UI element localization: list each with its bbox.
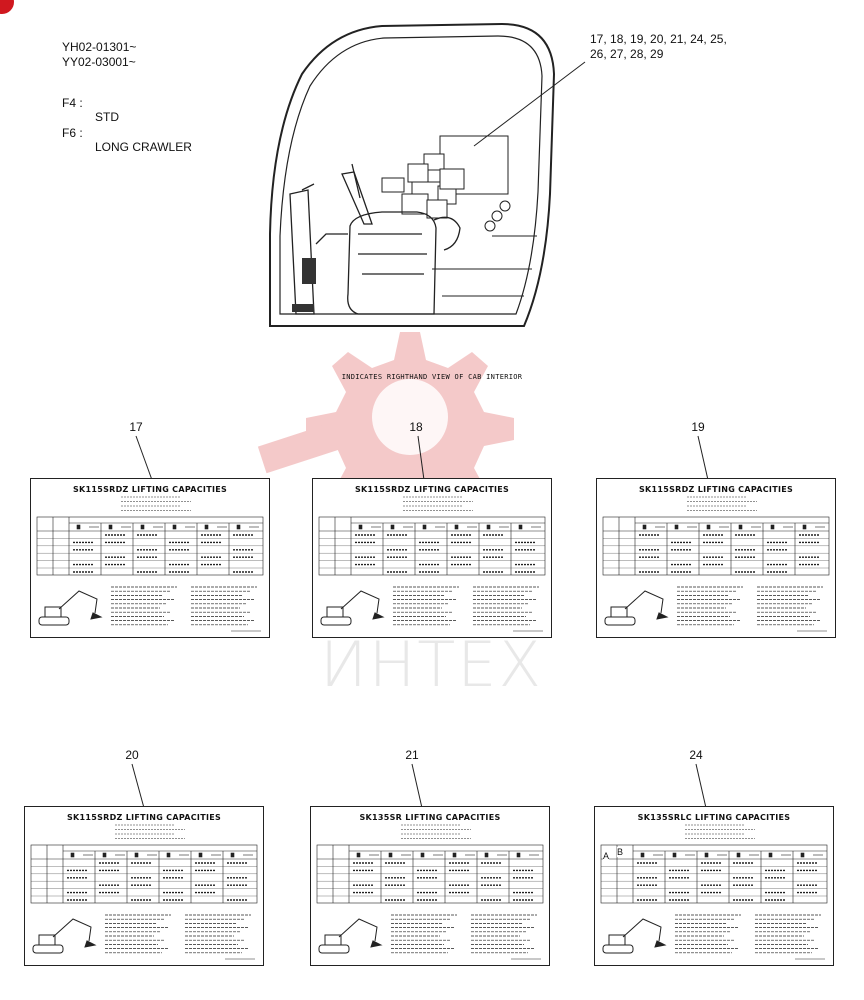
main-callout-line: 26, 27, 28, 29 [590, 47, 664, 61]
decal-title: SK135SR LIFTING CAPACITIES [359, 813, 501, 822]
decal-column-b-label: B [617, 847, 624, 857]
decal-card: SK135SRLC LIFTING CAPACITIES A B [594, 806, 834, 966]
decal-column-a-label: A [603, 851, 610, 861]
decal-leader [417, 435, 425, 481]
corner-mark [0, 0, 14, 14]
decal-number-19: 19 [691, 420, 705, 434]
decal-number-18: 18 [409, 420, 423, 434]
decal-body-graphic [30, 824, 258, 960]
variant-name: STD [95, 110, 119, 124]
decal-number-17: 17 [129, 420, 143, 434]
decal-18: SK115SRDZ LIFTING CAPACITIES [312, 478, 552, 638]
decal-title: SK115SRDZ LIFTING CAPACITIES [638, 485, 794, 494]
decal-number-21: 21 [405, 748, 419, 762]
decal-title: SK115SRDZ LIFTING CAPACITIES [66, 813, 222, 822]
decal-body-graphic [36, 496, 264, 632]
decal-body-graphic [318, 496, 546, 632]
decal-leader [135, 435, 153, 481]
decal-title: SK115SRDZ LIFTING CAPACITIES [72, 485, 228, 494]
decal-number-24: 24 [689, 748, 703, 762]
decal-17: SK115SRDZ LIFTING CAPACITIES [30, 478, 270, 638]
decal-card: SK115SRDZ LIFTING CAPACITIES [30, 478, 270, 638]
main-callout: 17, 18, 19, 20, 21, 24, 25, 26, 27, 28, … [590, 32, 760, 62]
cab-interior-drawing [269, 22, 556, 327]
decal-card: SK115SRDZ LIFTING CAPACITIES [24, 806, 264, 966]
decal-card: SK135SR LIFTING CAPACITIES [310, 806, 550, 966]
variant-name: LONG CRAWLER [95, 140, 192, 154]
main-callout-leader [473, 61, 586, 147]
watermark-gear-logo [257, 332, 514, 512]
decal-19: SK115SRDZ LIFTING CAPACITIES [596, 478, 836, 638]
decal-body-graphic [316, 824, 544, 960]
serial-numbers: YH02-01301~ YY02-03001~ [62, 40, 136, 70]
serial-number: YH02-01301~ [62, 40, 137, 54]
decal-leader [697, 435, 709, 481]
decal-20: SK115SRDZ LIFTING CAPACITIES [24, 806, 264, 966]
serial-number: YY02-03001~ [62, 55, 136, 69]
decal-card: SK115SRDZ LIFTING CAPACITIES [596, 478, 836, 638]
decal-number-20: 20 [125, 748, 139, 762]
main-callout-line: 17, 18, 19, 20, 21, 24, 25, [590, 32, 727, 46]
decal-leader [131, 763, 145, 809]
decal-body-graphic [602, 496, 830, 632]
variant-code: F4 : [62, 96, 83, 110]
decal-title: SK115SRDZ LIFTING CAPACITIES [354, 485, 510, 494]
decal-24: SK135SRLC LIFTING CAPACITIES A B [594, 806, 834, 966]
decal-body-graphic [600, 824, 828, 960]
decal-leader [411, 763, 423, 809]
decal-card: SK115SRDZ LIFTING CAPACITIES [312, 478, 552, 638]
watermark-text: ИНТЕХ [320, 628, 543, 701]
decal-title: SK135SRLC LIFTING CAPACITIES [637, 813, 791, 822]
decal-leader [695, 763, 707, 809]
variant-code: F6 : [62, 126, 83, 140]
decal-21: SK135SR LIFTING CAPACITIES [310, 806, 550, 966]
cab-caption: INDICATES RIGHTHAND VIEW OF CAB INTERIOR [341, 373, 523, 381]
